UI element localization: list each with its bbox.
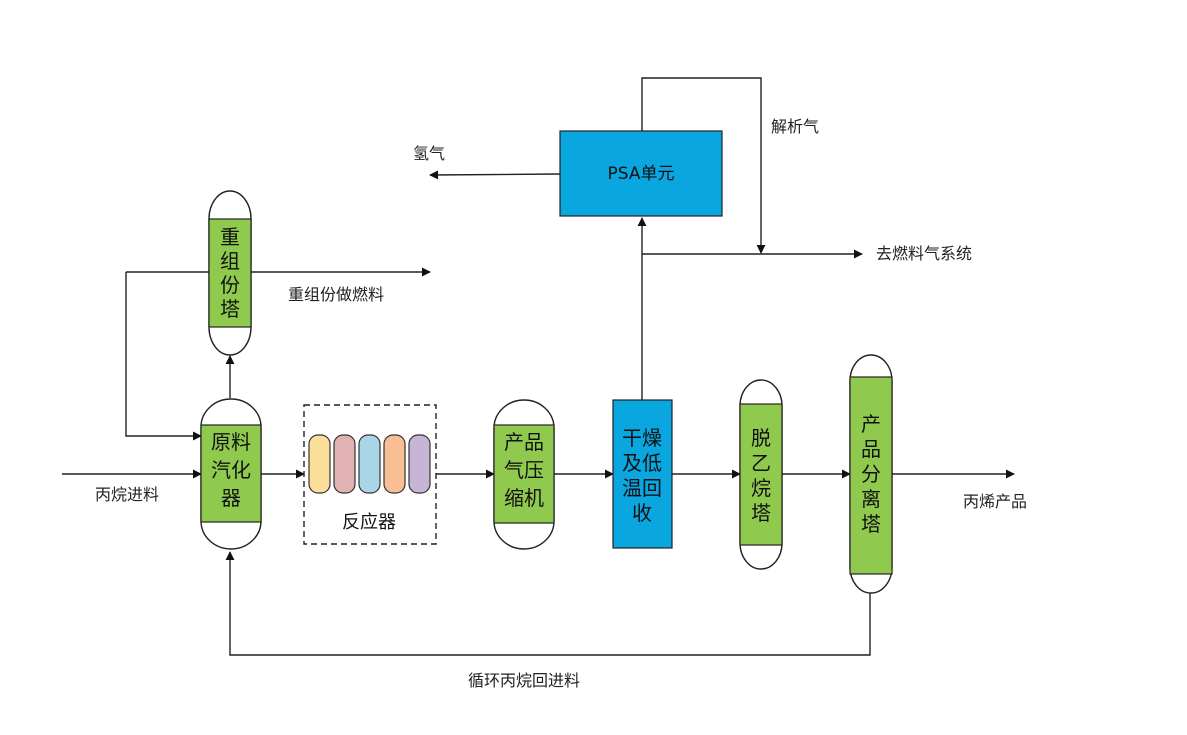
psa-unit[interactable]: PSA单元 <box>559 130 723 217</box>
deethanizer-label-4: 塔 <box>751 501 771 525</box>
dryer-label-2: 及低 <box>622 451 662 475</box>
flow-lines <box>62 77 1015 656</box>
desorption-gas-line <box>641 77 766 254</box>
hydrogen-line <box>429 170 561 180</box>
compressor[interactable]: 产品 气压 缩机 <box>493 399 555 550</box>
heavy-column-return-line <box>125 272 202 441</box>
splitter-label-3: 分 <box>861 462 881 486</box>
reactor-tube-3 <box>358 434 381 494</box>
dryer-label-4: 收 <box>632 501 652 525</box>
psa-label: PSA单元 <box>608 164 675 184</box>
dryer-label-3: 温回 <box>622 476 662 500</box>
desorption-gas-label: 解析气 <box>771 117 819 136</box>
product-splitter[interactable]: 产 品 分 离 塔 <box>849 354 893 594</box>
feed-vaporizer-label-3: 器 <box>221 486 241 510</box>
feed-vaporizer-label-2: 汽化 <box>211 458 251 482</box>
reactor-tube-2 <box>333 434 356 494</box>
heavy-column-label-3: 份 <box>220 273 240 297</box>
compressor-label-3: 缩机 <box>504 486 544 510</box>
splitter-label-5: 塔 <box>861 512 881 536</box>
recycle-propane-line <box>225 551 871 656</box>
reactor[interactable]: 反应器 <box>303 404 437 545</box>
deethanizer-label-3: 烷 <box>751 476 771 500</box>
deethanizer[interactable]: 脱 乙 烷 塔 <box>739 379 783 570</box>
splitter-label-1: 产 <box>861 412 881 436</box>
heavy-column-label-4: 塔 <box>220 297 240 321</box>
reactor-tube-1 <box>308 434 331 494</box>
dryer-label-1: 干燥 <box>622 426 662 450</box>
recycle-propane-label: 循环丙烷回进料 <box>468 671 580 690</box>
propylene-product-label: 丙烯产品 <box>963 492 1027 511</box>
splitter-label-2: 品 <box>861 437 881 461</box>
heavy-column-label-1: 重 <box>220 225 240 249</box>
fuel-gas-label: 去燃料气系统 <box>876 244 972 263</box>
dryer-unit[interactable]: 干燥 及低 温回 收 <box>612 399 673 549</box>
heavy-column[interactable]: 重 组 份 塔 <box>208 190 252 356</box>
compressor-label-1: 产品 <box>504 430 544 454</box>
stream-labels: 丙烷进料 重组份做燃料 氢气 解析气 去燃料气系统 丙烯产品 循环丙烷回进料 <box>95 117 1027 690</box>
reactor-tube-5 <box>408 434 431 494</box>
compressor-label-2: 气压 <box>504 458 544 482</box>
feed-vaporizer[interactable]: 原料 汽化 器 <box>200 398 262 550</box>
hydrogen-label: 氢气 <box>413 144 445 163</box>
deethanizer-label-2: 乙 <box>751 451 771 475</box>
heavy-fuel-label: 重组份做燃料 <box>288 285 384 304</box>
reactor-tube-4 <box>383 434 406 494</box>
feed-vaporizer-label-1: 原料 <box>211 430 251 454</box>
deethanizer-label-1: 脱 <box>751 426 771 450</box>
reactor-label: 反应器 <box>342 512 396 533</box>
splitter-label-4: 离 <box>861 487 881 511</box>
heavy-column-label-2: 组 <box>220 249 240 273</box>
propane-feed-label: 丙烷进料 <box>95 485 159 504</box>
